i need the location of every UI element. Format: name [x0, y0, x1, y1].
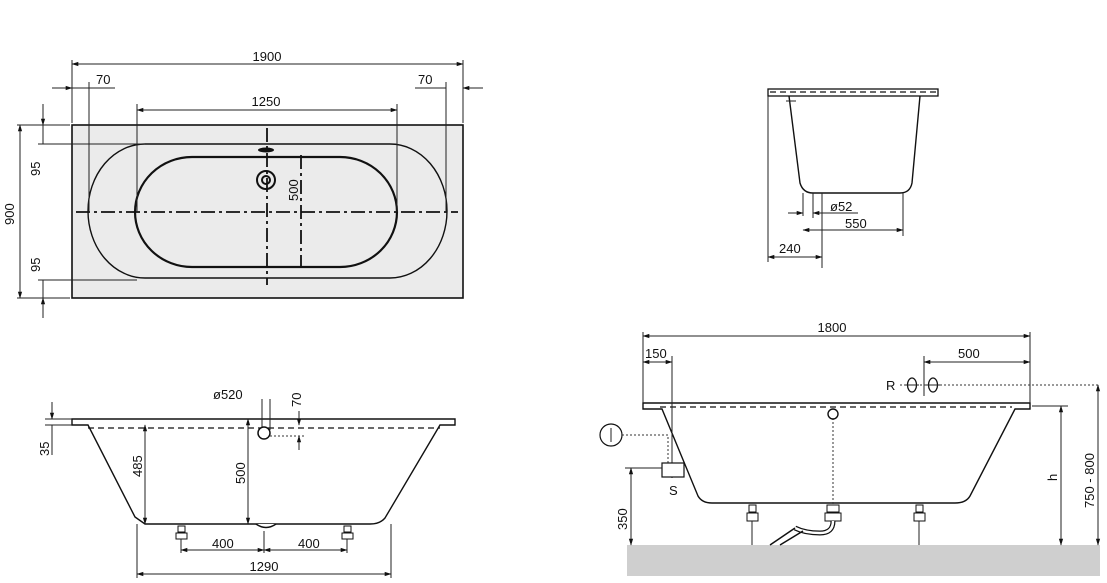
dim-overflow-diameter: ø520	[213, 387, 243, 402]
top-view: 1900 70 70 1250 500 900 95 95	[2, 49, 483, 318]
dim-overall-width: 900	[2, 203, 17, 225]
foot-right-a	[746, 504, 759, 545]
dim-base-length: 1290	[250, 559, 279, 574]
dim-total-height: 750 - 800	[1082, 453, 1097, 508]
dim-drain-offset: 240	[779, 241, 801, 256]
dim-overall-length: 1900	[253, 49, 282, 64]
side-view-left: ø520 70 35 485 500 400 400 1290	[37, 387, 456, 578]
dim-overflow-distance: 150	[645, 346, 667, 361]
dim-rim-top: 95	[28, 162, 43, 176]
dim-rim-bottom: 95	[28, 258, 43, 272]
foot-left	[175, 525, 188, 546]
floor-drain	[255, 523, 277, 529]
drain-symbol	[256, 170, 276, 190]
tub-outer-basin	[87, 143, 448, 279]
dim-foot-left: 400	[212, 536, 234, 551]
side-right-tub-body	[642, 402, 1031, 504]
foot-right	[341, 525, 354, 546]
end-basin	[788, 95, 921, 194]
dim-depth: 485	[130, 455, 145, 477]
dim-rim-height: 35	[37, 442, 52, 456]
waste-pipe	[769, 408, 842, 546]
dim-tap-distance: 500	[958, 346, 980, 361]
dim-variable-height: h	[1045, 474, 1060, 481]
dim-length: 1800	[818, 320, 847, 335]
waste-label: S	[669, 483, 678, 498]
dim-drain-depth: 500	[233, 462, 248, 484]
tap-label: R	[886, 378, 895, 393]
side-view-right: 1800 150 500 R S 350 h	[599, 320, 1101, 576]
end-view: ø52 550 240	[767, 88, 939, 268]
dim-rim-left: 70	[96, 72, 110, 87]
overflow-symbol	[258, 147, 274, 153]
dim-base-width: 550	[845, 216, 867, 231]
waste-box	[661, 462, 685, 478]
dim-drain-diameter: ø52	[830, 199, 852, 214]
foot-right-b	[913, 504, 926, 545]
dim-inner-length: 1250	[252, 94, 281, 109]
floor	[627, 545, 1100, 576]
tub-inner-basin	[133, 155, 399, 269]
tap-symbol-1	[905, 377, 919, 393]
dim-foot-right: 400	[298, 536, 320, 551]
tap-symbol-2	[926, 377, 940, 393]
overflow-outlet	[257, 426, 271, 440]
dim-inner-width: 500	[286, 179, 301, 201]
dim-base-height: 350	[615, 508, 630, 530]
dim-overflow-offset: 70	[289, 393, 304, 407]
dim-rim-right: 70	[418, 72, 432, 87]
side-left-tub-body	[71, 418, 456, 525]
